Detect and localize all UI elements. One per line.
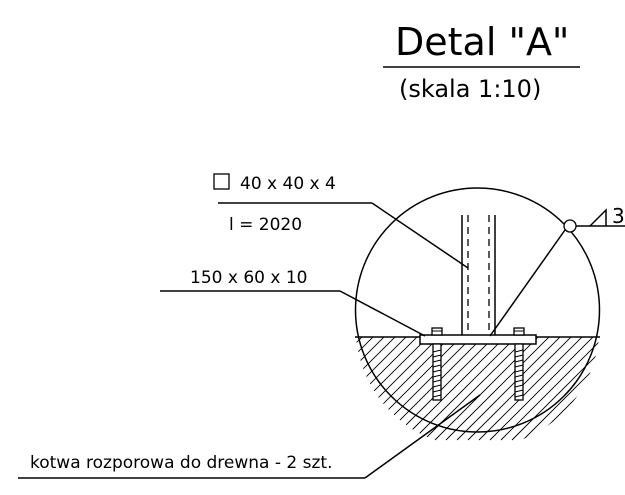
anchor-thread-line bbox=[432, 379, 442, 383]
hatch-line bbox=[566, 337, 599, 441]
hatch-line bbox=[434, 337, 546, 441]
profile-size-label: 40 x 40 x 4 bbox=[240, 174, 336, 194]
scale-label: (skala 1:10) bbox=[399, 75, 541, 103]
hatch-line bbox=[356, 337, 403, 441]
plate-callout: 150 x 60 x 10 bbox=[160, 268, 426, 337]
anchor-thread-line bbox=[432, 359, 442, 363]
anchor-thread-line bbox=[514, 369, 524, 373]
anchor-left bbox=[431, 327, 443, 401]
hatch-line bbox=[356, 337, 436, 441]
hatch-line bbox=[522, 337, 599, 441]
hatch-line bbox=[511, 337, 599, 441]
hatch-line bbox=[356, 337, 370, 441]
anchor-thread-line bbox=[514, 394, 524, 398]
hatch-line bbox=[577, 337, 599, 441]
anchor-thread-line bbox=[432, 394, 442, 398]
profile-callout: 40 x 40 x 4 l = 2020 bbox=[213, 173, 469, 269]
anchor-right bbox=[513, 327, 525, 401]
anchor-thread-line bbox=[432, 374, 442, 378]
base-plate bbox=[419, 334, 537, 345]
hatch-line bbox=[356, 337, 414, 441]
anchor-thread-line bbox=[514, 374, 524, 378]
plate-size-label: 150 x 60 x 10 bbox=[190, 268, 307, 288]
detail-circle bbox=[354, 187, 601, 433]
anchor-thread-line bbox=[432, 389, 442, 393]
hatch-line bbox=[478, 337, 590, 441]
anchor-thread-line bbox=[514, 349, 524, 353]
anchor-thread-line bbox=[514, 364, 524, 368]
hatch-line bbox=[215, 330, 325, 440]
hatch-line bbox=[456, 337, 568, 441]
hatch-line bbox=[356, 337, 381, 441]
weld-symbol: 3 bbox=[489, 204, 625, 337]
anchor-callout: kotwa rozporowa do drewna - 2 szt. bbox=[18, 394, 481, 479]
anchor-thread-line bbox=[432, 349, 442, 353]
hatch-line bbox=[533, 337, 599, 441]
anchor-thread-line bbox=[514, 389, 524, 393]
hatch-line bbox=[356, 337, 359, 441]
fillet-weld-icon bbox=[589, 208, 607, 227]
weld-size-label: 3 bbox=[612, 204, 625, 228]
hatch-line bbox=[500, 337, 599, 441]
anchor-thread-line bbox=[514, 379, 524, 383]
anchor-thread-line bbox=[432, 384, 442, 388]
anchor-thread-line bbox=[432, 369, 442, 373]
anchor-thread-line bbox=[514, 354, 524, 358]
anchor-thread-line bbox=[432, 354, 442, 358]
hatch-line bbox=[555, 337, 599, 441]
hatch-line bbox=[611, 330, 625, 440]
hatch-line bbox=[600, 330, 625, 440]
hatch-line bbox=[226, 330, 336, 440]
square-profile-icon bbox=[213, 173, 230, 190]
title-block: Detal "A" (skala 1:10) bbox=[383, 20, 580, 103]
hatch-line bbox=[390, 337, 502, 441]
anchor-thread-line bbox=[514, 359, 524, 363]
steel-post bbox=[461, 215, 496, 337]
profile-length-label: l = 2020 bbox=[229, 215, 302, 235]
detail-title: Detal "A" bbox=[395, 20, 569, 64]
hatch-line bbox=[412, 337, 524, 441]
hatch-line bbox=[356, 337, 447, 441]
hatch-line bbox=[401, 337, 513, 441]
hatch-line bbox=[356, 337, 392, 441]
anchor-label: kotwa rozporowa do drewna - 2 szt. bbox=[30, 453, 332, 473]
hatch-line bbox=[445, 337, 557, 441]
hatch-line bbox=[237, 330, 347, 440]
anchor-thread-line bbox=[432, 364, 442, 368]
anchor-thread-line bbox=[514, 384, 524, 388]
hatch-line bbox=[544, 337, 599, 441]
timber-hatching bbox=[215, 330, 625, 441]
hatch-line bbox=[489, 337, 599, 441]
